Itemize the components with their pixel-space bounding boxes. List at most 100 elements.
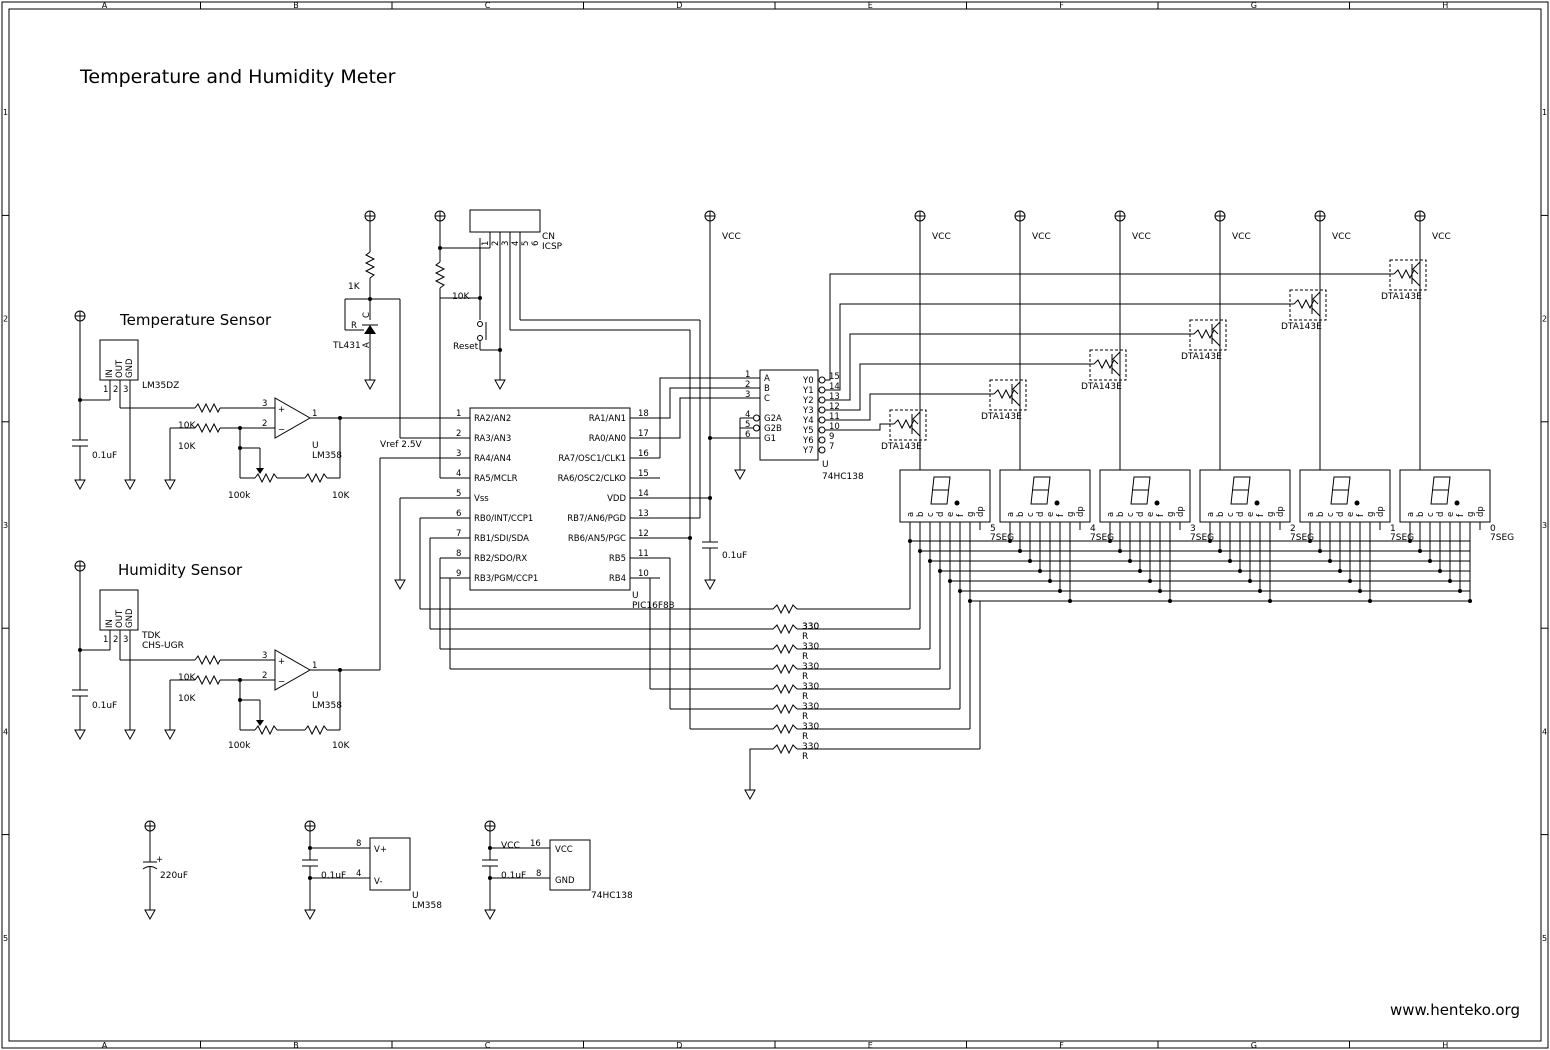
opamp-temp [274,397,312,439]
mcu-pin-number: 2 [456,429,461,439]
mcu-pin-number: 16 [638,449,649,459]
decoder-pin-name: Y6 [802,436,814,446]
svg-text:1: 1 [103,385,108,395]
mcu-pin-number: 12 [638,529,649,539]
svg-text:R: R [351,321,357,331]
segment-label: c [1026,512,1036,517]
mcu-pin-name: RB3/PGM/CCP1 [474,574,538,584]
svg-text:PIC16F88: PIC16F88 [632,601,675,611]
svg-text:U: U [822,460,829,470]
decoder-pin-number: 4 [745,410,750,420]
mcu-pin-number: 3 [456,449,461,459]
decoder-pin-number: 13 [829,392,840,402]
7seg-display [1199,469,1291,523]
segment-label: dp [1476,506,1486,517]
7seg-label: 7SEG [1290,533,1314,543]
svg-text:IN: IN [105,619,115,628]
svg-text:2: 2 [113,635,118,645]
mcu-pin-number: 9 [456,569,461,579]
dta143e-transistor [889,409,927,441]
grid-row-label: 4 [1542,727,1547,736]
mcu-pin-name: RA3/AN3 [474,434,511,444]
vcc-label: VCC [1132,232,1151,242]
voltage-reference-block: 1K R C A TL431 Vref 2.5V [332,210,440,450]
svg-text:3: 3 [123,385,128,395]
grid-col-label: D [676,1041,682,1050]
vcc-label: VCC [1332,232,1351,242]
svg-text:V+: V+ [374,845,387,855]
chs-ugr-sensor [99,589,139,631]
svg-text:10K: 10K [332,491,350,501]
segment-label: dp [976,506,986,517]
temperature-sensor-heading: Temperature Sensor [119,311,272,329]
mcu-pin-number: 13 [638,509,649,519]
segment-label: e [946,512,956,517]
mcu-pin-name: RA0/AN0 [589,434,626,444]
decoder-pin-name: G2A [764,414,782,424]
decoder-pin-number: 5 [745,420,750,430]
grid-col-label: C [485,1,491,10]
svg-text:C: C [362,312,372,318]
grid-col-label: H [1442,1,1448,10]
mcu-pin-name: RA7/OSC1/CLK1 [558,454,626,464]
icsp-pin-number: 2 [491,241,501,246]
grid-row-label: 1 [1542,108,1547,117]
resistor-suffix: R [802,752,808,762]
grid-col-label: A [102,1,108,10]
7seg-display [999,469,1091,523]
footer-url: www.henteko.org [1390,1001,1520,1019]
segment-label: f [1456,513,1466,517]
segment-label: b [1416,512,1426,517]
grid-col-label: E [868,1041,873,1050]
resistor-value: 330 [802,662,819,672]
segment-label: d [1136,512,1146,517]
mcu-pin-name: RA5/MCLR [474,474,518,484]
mcu-pin-number: 5 [456,489,461,499]
grid-row-label: 1 [3,108,8,117]
svg-text:1: 1 [103,635,108,645]
grid-col-label: H [1442,1041,1448,1050]
svg-text:4: 4 [356,869,361,879]
vcc-label: VCC [1032,232,1051,242]
7seg-label: 7SEG [1190,533,1214,543]
resistor-suffix: R [802,732,808,742]
grid-col-label: G [1251,1,1257,10]
svg-text:OUT: OUT [115,359,125,378]
transistor-label: DTA143E [1081,382,1122,392]
svg-text:U: U [312,691,319,701]
decoder-pin-number: 11 [829,412,840,422]
segment-label: dp [1176,506,1186,517]
decoder-pin-number: 12 [829,402,840,412]
digit-index: 1 [1390,524,1396,534]
svg-text:1: 1 [312,661,317,671]
svg-text:GND: GND [125,608,135,628]
segment-label: a [1306,512,1316,517]
grid-col-label: B [293,1041,299,1050]
svg-text:2: 2 [113,385,118,395]
decoder-pin-name: Y7 [802,446,814,456]
grid-row-label: 5 [1542,934,1547,943]
svg-text:+: + [278,657,285,667]
svg-text:220uF: 220uF [160,871,188,881]
svg-text:10K: 10K [332,741,350,751]
dta143e-transistor [1289,289,1327,321]
segment-label: e [1346,512,1356,517]
grid-col-label: A [102,1041,108,1050]
resistor-suffix: R [802,632,808,642]
segment-label: c [926,512,936,517]
svg-text:U: U [312,441,319,451]
svg-text:2: 2 [262,671,267,681]
mcu-pin-name: VDD [607,494,626,504]
svg-text:+: + [156,855,163,865]
segment-label: a [906,512,916,517]
segment-label: f [1156,513,1166,517]
opamp-humidity [274,649,312,691]
resistor-value: 330 [802,702,819,712]
7seg-label: 7SEG [1390,533,1414,543]
resistor-value: 330 [802,742,819,752]
